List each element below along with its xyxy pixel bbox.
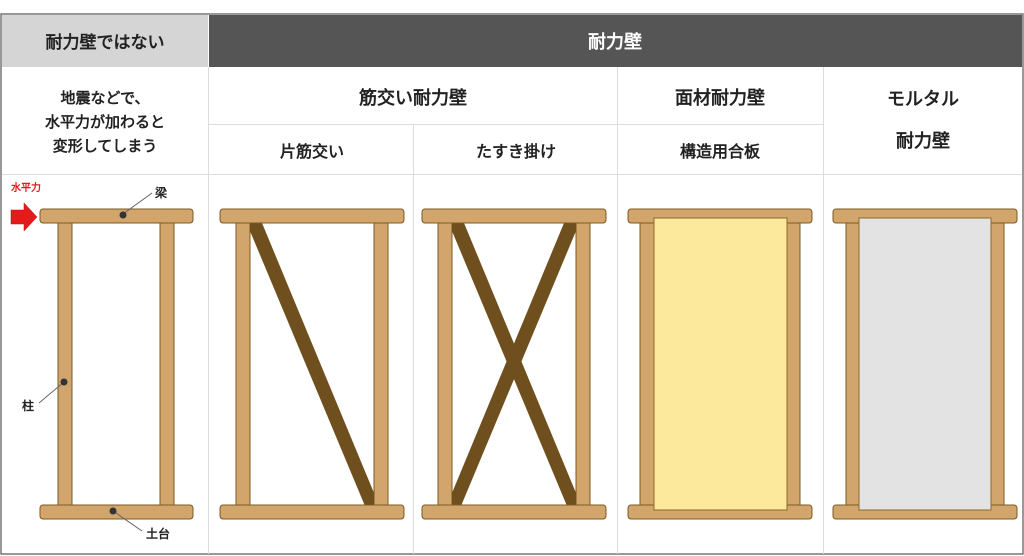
- force-arrow-icon: [10, 202, 38, 232]
- frame-plywood: [627, 208, 813, 520]
- left-column: [57, 221, 73, 507]
- single-brace-label: 片筋交い: [280, 142, 344, 161]
- left-column: [437, 221, 453, 507]
- sill: [219, 504, 405, 520]
- left-column: [845, 221, 861, 507]
- beam-leader: [122, 192, 153, 215]
- header-not-bearing-title: 耐力壁ではない: [46, 32, 165, 53]
- mortar-panel: [858, 217, 992, 511]
- sill: [39, 504, 194, 520]
- frame-not-bearing: [39, 208, 194, 520]
- right-column: [373, 221, 389, 507]
- not-bearing-desc-line-1: 地震などで、: [60, 89, 149, 107]
- beam-label: 梁: [154, 185, 167, 200]
- sill-label: 土台: [146, 526, 170, 541]
- column-leader: [38, 381, 65, 404]
- plywood-panel: [653, 217, 788, 511]
- plywood-label: 構造用合板: [680, 142, 761, 161]
- beam: [421, 208, 607, 224]
- beam-marker: [119, 211, 127, 219]
- panel-wall-title: 面材耐力壁: [675, 87, 765, 109]
- frame-cross-brace: [421, 208, 607, 520]
- sill-marker: [109, 507, 117, 515]
- column-marker: [60, 378, 68, 386]
- header-cell-bearing: [209, 15, 1022, 67]
- header-bearing-title: 耐力壁: [588, 31, 642, 53]
- right-column: [575, 221, 591, 507]
- right-column: [989, 221, 1005, 507]
- beam: [39, 208, 194, 224]
- diagonal-brace: [250, 223, 374, 506]
- beam: [219, 208, 405, 224]
- header-cell-not-bearing: [2, 15, 208, 67]
- column-label: 柱: [22, 398, 34, 413]
- sill-leader: [112, 510, 143, 532]
- left-column: [639, 221, 655, 507]
- left-column: [235, 221, 251, 507]
- mortar-wall-title-line-2: 耐力壁: [896, 130, 950, 152]
- diagonal-brace-2: [452, 223, 576, 506]
- right-column: [785, 221, 801, 507]
- force-label: 水平力: [10, 181, 41, 194]
- mortar-wall-title-line-1: モルタル: [887, 89, 959, 110]
- sill: [421, 504, 607, 520]
- frame-single-brace: [219, 208, 405, 520]
- frame-mortar: [832, 208, 1018, 520]
- table-grid: [2, 67, 1022, 554]
- not-bearing-desc-line-2: 水平力が加わると: [45, 113, 165, 131]
- right-column: [159, 221, 175, 507]
- not-bearing-desc-line-3: 変形してしまう: [53, 137, 158, 155]
- bracing-wall-title: 筋交い耐力壁: [359, 87, 467, 109]
- cross-brace-label: たすき掛け: [476, 142, 556, 161]
